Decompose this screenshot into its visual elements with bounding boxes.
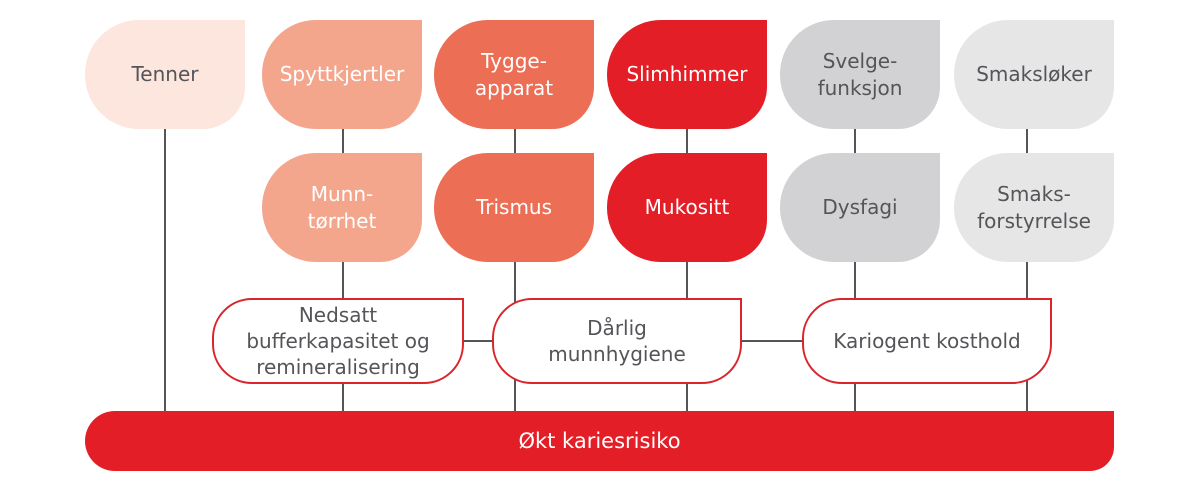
node-trismus: Trismus [434,153,594,262]
node-label: Dysfagi [822,195,898,219]
factor-label: Kariogent kosthold [833,329,1021,353]
connector-svelge-top [854,129,856,153]
node-label: Smaks- forstyrrelse [977,181,1091,233]
factor-nedsatt-bufferkapasitet: Nedsatt bufferkapasitet og remineraliser… [212,298,464,384]
factor-label: Nedsatt bufferkapasitet og remineraliser… [246,303,430,379]
node-tyggeapparat: Tygge- apparat [434,20,594,129]
node-label: Trismus [475,195,553,219]
node-label: Slimhimmer [626,62,748,86]
node-slimhimmer: Slimhimmer [607,20,767,129]
connector-spytt-mid [342,262,344,298]
node-spyttkjertler: Spyttkjertler [262,20,422,129]
node-label: Tenner [131,62,199,86]
connector-smak-top [1026,129,1028,153]
node-dysfagi: Dysfagi [780,153,940,262]
connector-slim-top [686,129,688,153]
node-smakslooker: Smaksløker [954,20,1114,129]
node-label: Tygge- apparat [474,48,554,100]
node-mukositt: Mukositt [607,153,767,262]
outcome-bar: Økt kariesrisiko [85,411,1114,471]
outcome-label: Økt kariesrisiko [518,429,681,453]
node-tenner: Tenner [85,20,245,129]
factor-label: Dårlig munnhygiene [548,316,686,366]
node-label: Spyttkjertler [279,62,405,86]
node-label: Smaksløker [976,62,1092,86]
connector-tenner [164,129,166,411]
connector-darlig-kariogent [741,340,803,342]
connector-spytt-top [342,129,344,153]
factor-kariogent-kosthold: Kariogent kosthold [802,298,1052,384]
connector-tygge-top [514,129,516,153]
factor-darlig-munnhygiene: Dårlig munnhygiene [492,298,742,384]
node-label: Munn- tørrhet [307,181,377,233]
connector-nedsatt-darlig [463,340,493,342]
connector-nedsatt-bottom [342,383,344,411]
node-label: Svelge- funksjon [817,48,903,100]
node-svelgefunksjon: Svelge- funksjon [780,20,940,129]
node-smaksforstyrrelse: Smaks- forstyrrelse [954,153,1114,262]
node-munntorrhet: Munn- tørrhet [262,153,422,262]
node-label: Mukositt [644,195,730,219]
